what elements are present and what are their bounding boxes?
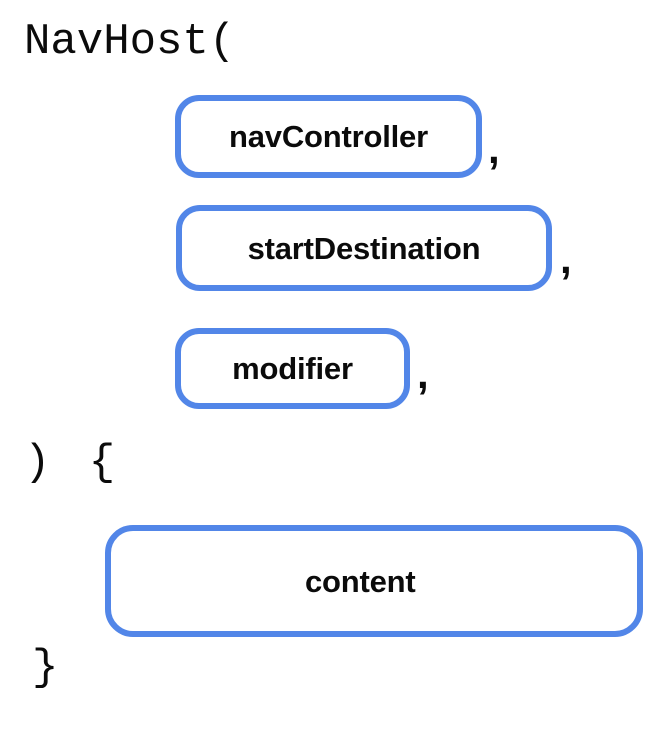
code-line-navhost-open: NavHost(	[24, 17, 236, 67]
param-pill-nav-controller[interactable]: navController	[175, 95, 482, 178]
param-pill-modifier[interactable]: modifier	[175, 328, 410, 409]
code-line-close-paren-open-brace: ) {	[24, 438, 122, 488]
param-separator-nav-controller: ,	[488, 125, 500, 172]
code-line-close-brace: }	[32, 643, 59, 693]
body-label-content: content	[305, 563, 416, 599]
param-label-nav-controller: navController	[229, 119, 428, 154]
param-separator-start-destination: ,	[560, 235, 572, 282]
param-pill-start-destination[interactable]: startDestination	[176, 205, 552, 291]
param-separator-modifier: ,	[417, 350, 429, 397]
body-pill-content[interactable]: content	[105, 525, 643, 637]
param-label-start-destination: startDestination	[247, 230, 481, 266]
param-label-modifier: modifier	[232, 351, 353, 386]
